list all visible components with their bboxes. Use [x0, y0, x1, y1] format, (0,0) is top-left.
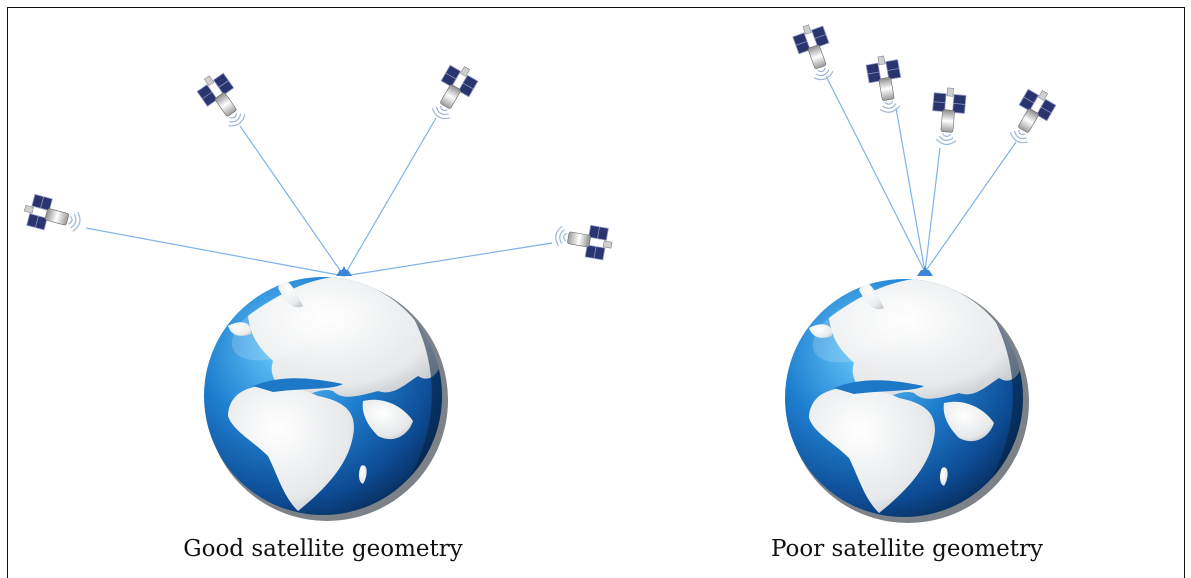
signal-line [825, 75, 926, 273]
caption-poor-geometry: Poor satellite geometry [771, 536, 1043, 562]
satellite-icon [790, 19, 841, 85]
satellite-icon [20, 192, 85, 239]
satellite-icon [552, 219, 615, 262]
signal-lines [85, 117, 553, 277]
signal-line [85, 227, 345, 277]
signal-line [343, 242, 553, 277]
panel-poor-geometry [785, 19, 1060, 538]
panel-good-geometry [20, 59, 615, 536]
receiver-icon [336, 266, 352, 276]
signal-line [924, 147, 941, 273]
signal-line [343, 117, 437, 277]
signal-line [895, 107, 926, 273]
satellite-icon [1002, 83, 1060, 150]
signal-lines [825, 75, 1017, 273]
satellite-icon [929, 86, 968, 147]
satellite-icon [424, 59, 482, 126]
signal-line [924, 141, 1017, 273]
signal-line [239, 125, 345, 277]
satellite-icon [864, 53, 907, 116]
figure-border [7, 7, 1185, 578]
receiver-icon [917, 266, 933, 276]
earth-globe-icon [204, 256, 463, 536]
caption-good-geometry: Good satellite geometry [183, 536, 463, 562]
satellite-icon [193, 67, 253, 134]
earth-globe-icon [785, 258, 1044, 538]
